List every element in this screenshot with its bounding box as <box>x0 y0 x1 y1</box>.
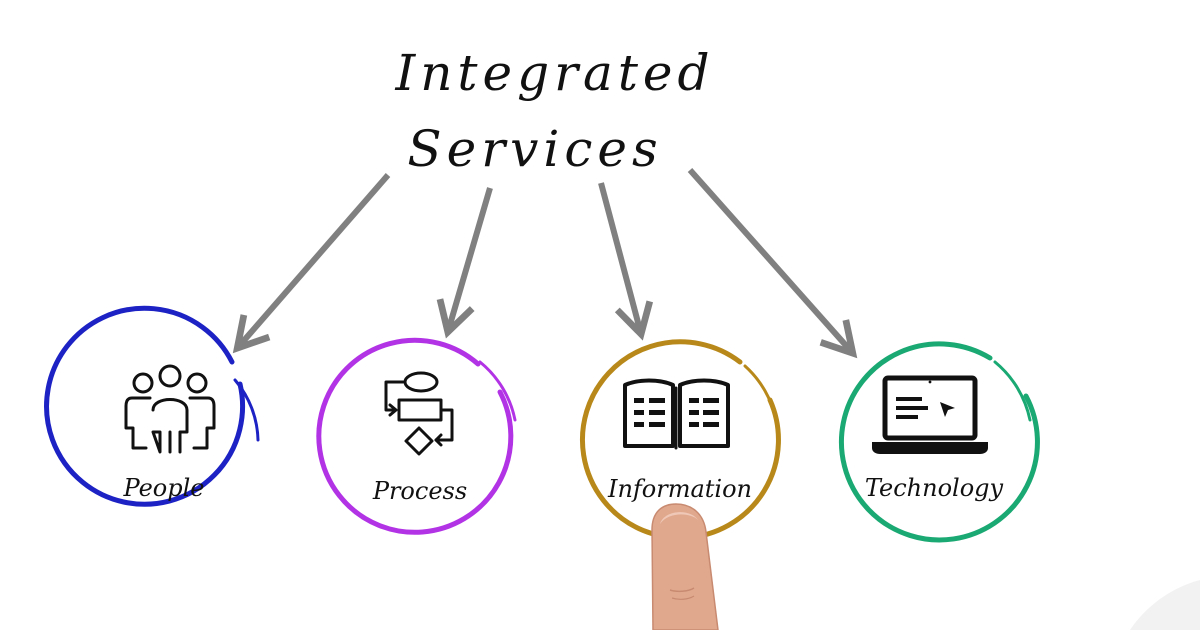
arrow-to-process <box>449 188 490 328</box>
node-label-information: Information <box>580 477 780 501</box>
people-icon <box>126 366 214 452</box>
arrow-to-information <box>601 183 640 330</box>
open-book-icon <box>625 381 728 449</box>
background-shadow-shape <box>1130 580 1200 630</box>
pointing-finger <box>652 504 718 630</box>
flowchart-icon <box>386 373 452 454</box>
arrow-to-technology <box>690 170 850 350</box>
node-label-people: People <box>64 476 264 500</box>
laptop-icon <box>872 378 988 454</box>
node-label-process: Process <box>320 479 520 503</box>
arrow-to-people <box>240 175 388 345</box>
node-circle-technology <box>841 344 1037 540</box>
node-label-technology: Technology <box>834 476 1034 500</box>
